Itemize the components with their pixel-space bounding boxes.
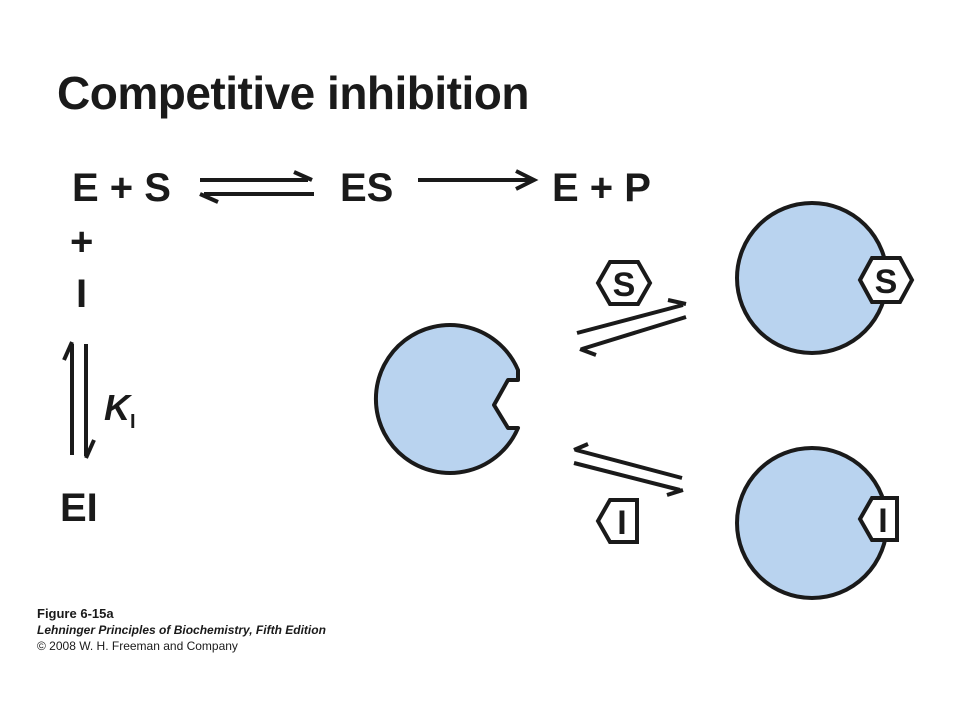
- free-substrate-label: S: [613, 266, 636, 304]
- free-enzyme: [374, 323, 520, 475]
- bound-substrate-hexagon: [857, 256, 915, 304]
- free-inhibitor-label: I: [617, 504, 626, 542]
- complex-ei: EI: [60, 486, 98, 530]
- bound-inhibitor-label: I: [878, 502, 887, 540]
- reactants-e-plus-s: E + S: [72, 166, 171, 210]
- ki-label: KI: [104, 387, 136, 434]
- complex-es: ES: [340, 166, 394, 210]
- free-inhibitor-shape: [595, 498, 639, 544]
- forward-arrow-product: [418, 169, 539, 191]
- products-e-plus-p: E + P: [552, 166, 651, 210]
- bound-inhibitor-shape: [857, 496, 899, 542]
- ki-subscript: I: [130, 411, 136, 434]
- equilibrium-arrow-lower: [573, 442, 684, 497]
- plus-sign: +: [70, 220, 94, 264]
- figure-caption: Figure 6-15a Lehninger Principles of Bio…: [37, 606, 326, 654]
- page-title: Competitive inhibition: [57, 67, 529, 119]
- equilibrium-arrow-es: [199, 170, 314, 204]
- figure-number: Figure 6-15a: [37, 606, 114, 621]
- ki-letter: K: [104, 387, 130, 428]
- bound-substrate-label: S: [875, 263, 898, 301]
- equilibrium-arrow-upper: [576, 298, 687, 357]
- copyright-line: © 2008 W. H. Freeman and Company: [37, 639, 238, 653]
- equilibrium-arrow-ki: [62, 341, 96, 459]
- inhibitor-i: I: [76, 272, 88, 316]
- book-title: Lehninger Principles of Biochemistry, Fi…: [37, 623, 326, 637]
- free-substrate-hexagon: [595, 260, 653, 306]
